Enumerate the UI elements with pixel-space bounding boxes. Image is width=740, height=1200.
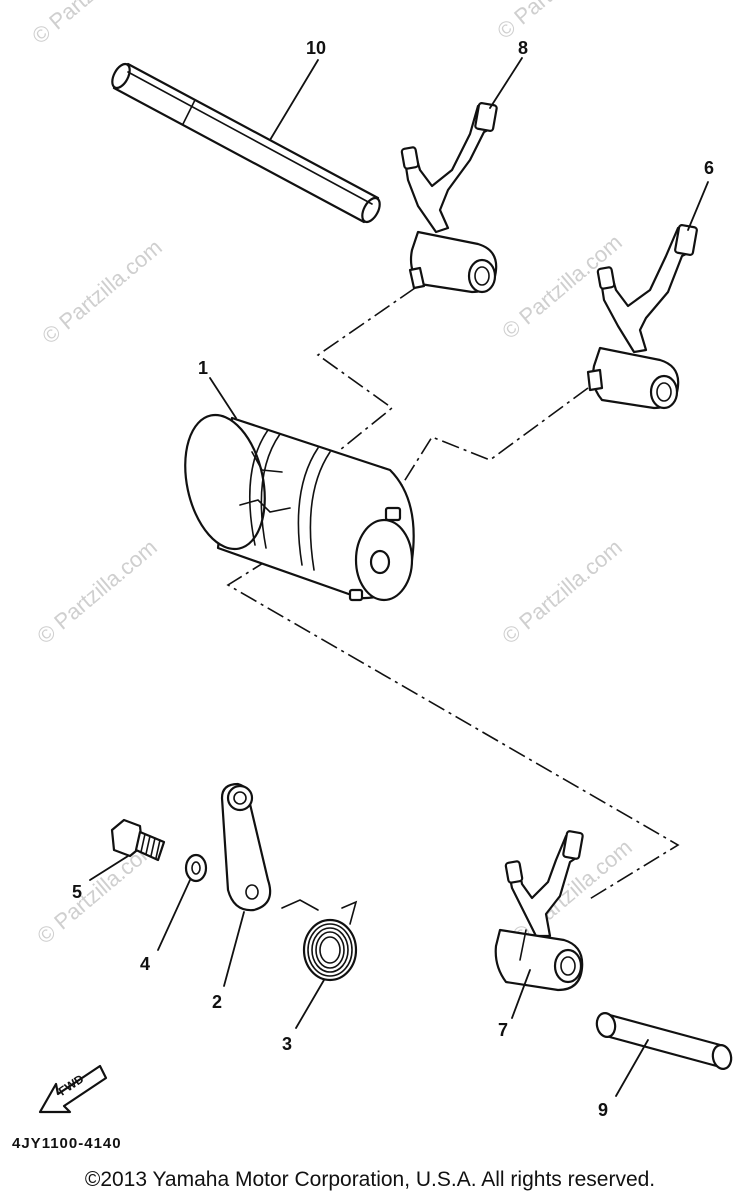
leader-3 (295, 979, 325, 1029)
callout-6: 6 (704, 158, 714, 178)
part-8-shift-fork (400, 102, 498, 294)
assembly-line-fork-8 (316, 287, 416, 459)
callout-10: 10 (306, 38, 326, 58)
part-3-torsion-spring (281, 899, 358, 982)
callout-8: 8 (518, 38, 528, 58)
assembly-lines (226, 287, 680, 901)
callout-5: 5 (72, 882, 82, 902)
leader-9 (615, 1039, 649, 1097)
watermark-3: © Partzilla.com (32, 534, 162, 648)
watermark-8: © Partzilla.com (492, 0, 622, 44)
watermark-1: © Partzilla.com (37, 234, 167, 348)
leader-10 (269, 59, 319, 141)
diagram-code: 4JY1100-4140 (12, 1135, 122, 1152)
part-7-shift-fork (494, 830, 584, 992)
leader-lines (89, 57, 709, 1097)
part-6-shift-fork (586, 224, 698, 410)
watermark-4: © Partzilla.com (497, 534, 627, 648)
watermark-7: © Partzilla.com (27, 0, 157, 49)
callout-9: 9 (598, 1100, 608, 1120)
part-9-shaft (595, 1012, 733, 1070)
part-10-shift-fork-shaft (111, 62, 381, 224)
part-4-washer (184, 853, 208, 883)
leader-6 (687, 181, 709, 231)
leader-4 (157, 879, 191, 951)
part-1-shift-cam (184, 413, 415, 602)
callout-4: 4 (140, 954, 150, 974)
leader-1 (209, 377, 237, 419)
copyright-notice: ©2013 Yamaha Motor Corporation, U.S.A. A… (85, 1168, 655, 1191)
fwd-arrow-icon: FWD (38, 1064, 108, 1114)
leader-7 (511, 969, 531, 1019)
callout-2: 2 (212, 992, 222, 1012)
part-5-bolt (110, 818, 166, 862)
leader-5 (89, 855, 129, 881)
callout-3: 3 (282, 1034, 292, 1054)
leader-8 (489, 57, 523, 109)
assembly-line-fork-7 (226, 559, 680, 901)
part-2-stopper-lever (220, 782, 272, 912)
callouts: 1 2 3 4 5 6 7 8 9 10 (72, 38, 714, 1120)
callout-7: 7 (498, 1020, 508, 1040)
callout-1: 1 (198, 358, 208, 378)
assembly-line-fork-6 (394, 387, 589, 497)
leader-2 (223, 911, 245, 987)
